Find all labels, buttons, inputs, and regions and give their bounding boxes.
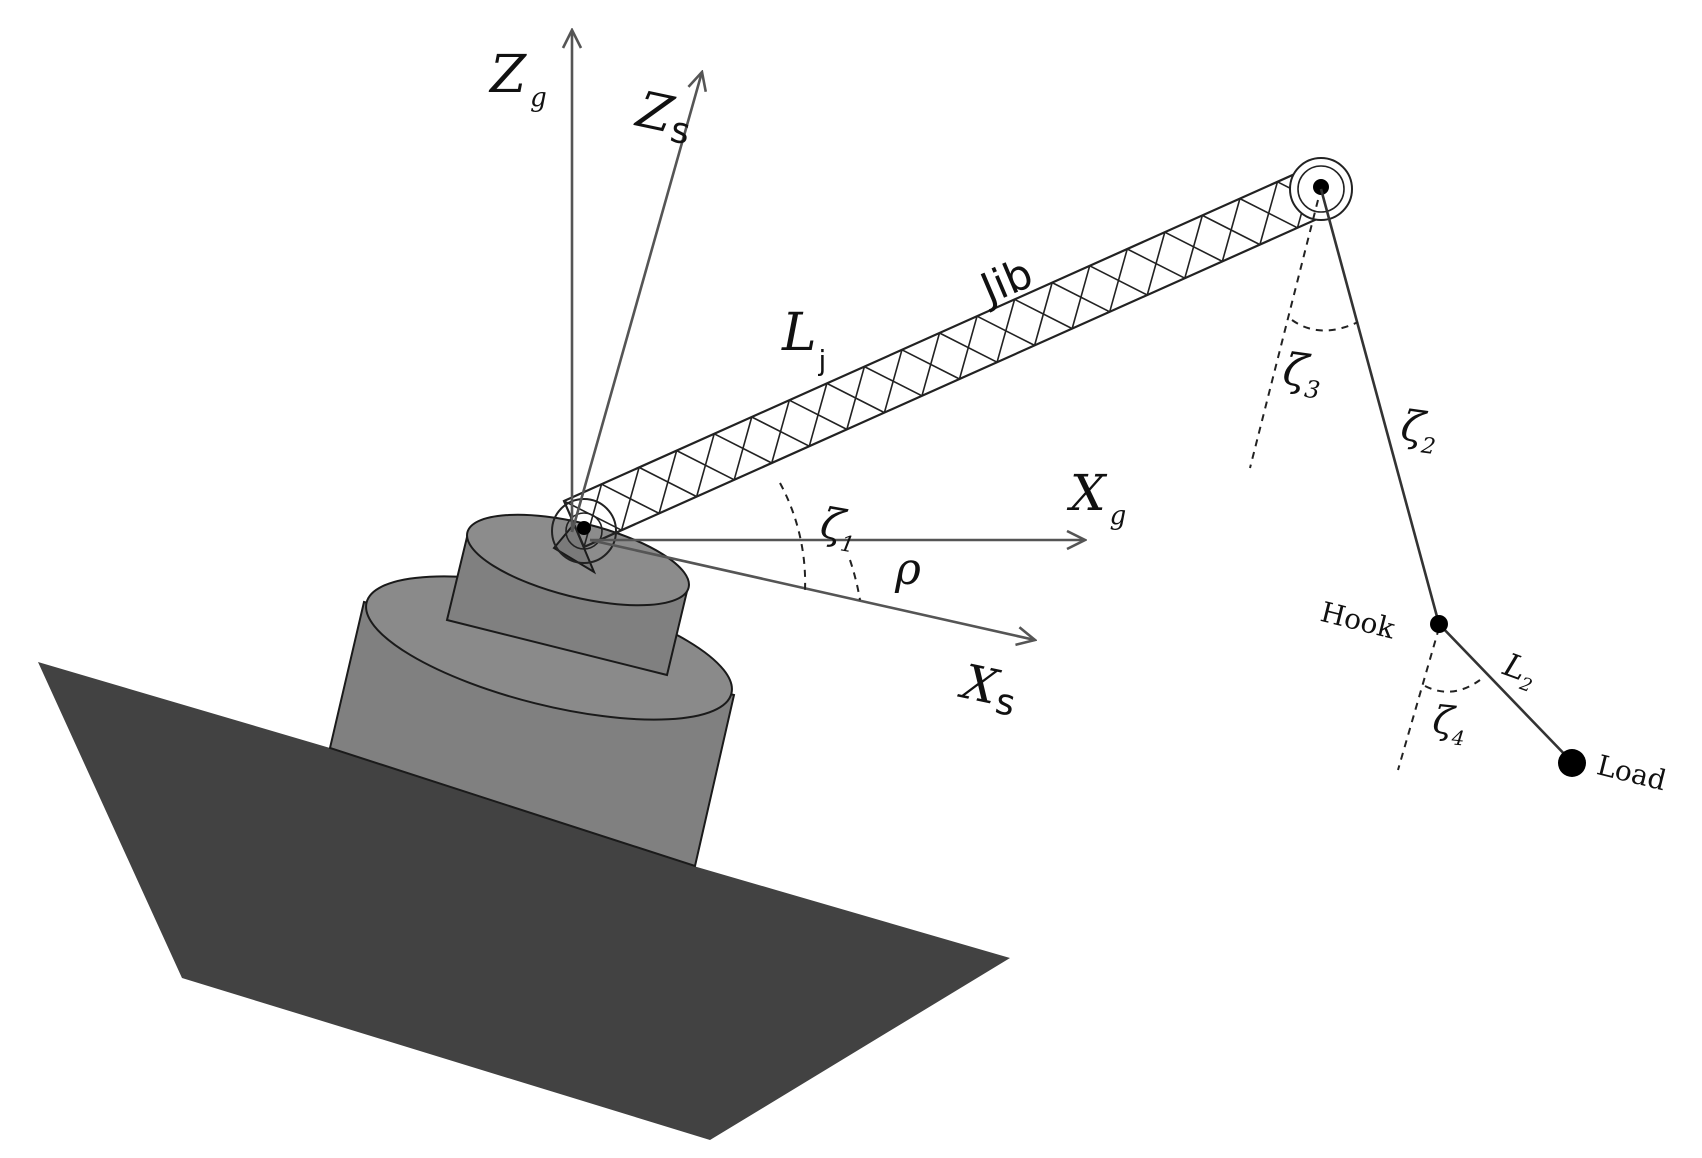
jib-lattice-member (601, 483, 660, 515)
jib-truss (562, 163, 1337, 549)
zeta4-label: ζ4 (1430, 697, 1468, 750)
jib-lattice-member (676, 449, 735, 481)
load-mass (1558, 749, 1586, 777)
l2-label: L2 (1496, 645, 1542, 697)
jib-lattice-member (751, 416, 810, 447)
jib-lattice-member (1089, 265, 1148, 296)
jib-lattice-member (788, 399, 848, 431)
hoist-rope (1319, 188, 1441, 625)
jib-lattice-member (901, 349, 960, 380)
xs-axis (589, 538, 1035, 640)
ship-hull (38, 662, 1010, 1140)
jib-lattice-member (976, 315, 1035, 347)
jib-lattice-member (826, 382, 885, 414)
jib-lattice-member (1014, 298, 1073, 330)
load-label: Load (1594, 748, 1670, 797)
jib-label: Jib (971, 248, 1040, 314)
jib-lattice-member (638, 466, 698, 498)
hook-label: Hook (1317, 595, 1399, 645)
jib-lattice-member (1126, 248, 1186, 279)
jib-lattice-member (1201, 214, 1261, 246)
xs-label: Xs (953, 653, 1023, 725)
hook-point (1430, 615, 1448, 633)
lj-label: Lj (781, 303, 826, 377)
jib-lattice-member (1239, 197, 1298, 229)
jib-lattice-member (713, 433, 773, 464)
zs-label: Zs (629, 80, 698, 154)
jib-lattice-member (864, 365, 923, 397)
zeta3-label: ζ3 (1279, 344, 1326, 405)
load-cable (1438, 623, 1573, 763)
jib-lattice-member (939, 332, 998, 363)
zeta1-arc (779, 482, 807, 591)
zeta1-label: ζ1 (816, 498, 862, 559)
jib-base-pulley (551, 498, 617, 564)
jib-lattice-member (1164, 231, 1223, 263)
zeta4-arc (1424, 679, 1481, 693)
rho-arc (849, 559, 861, 601)
zeta2-label: ζ2 (1397, 401, 1441, 461)
zeta3-arc (1291, 319, 1359, 332)
hook-vertical-dashed (1397, 627, 1440, 771)
rho-label: ρ (894, 544, 921, 595)
jib-lattice-member (1051, 281, 1111, 313)
tip-vertical-dashed (1249, 199, 1319, 469)
zs-axis (570, 72, 702, 533)
